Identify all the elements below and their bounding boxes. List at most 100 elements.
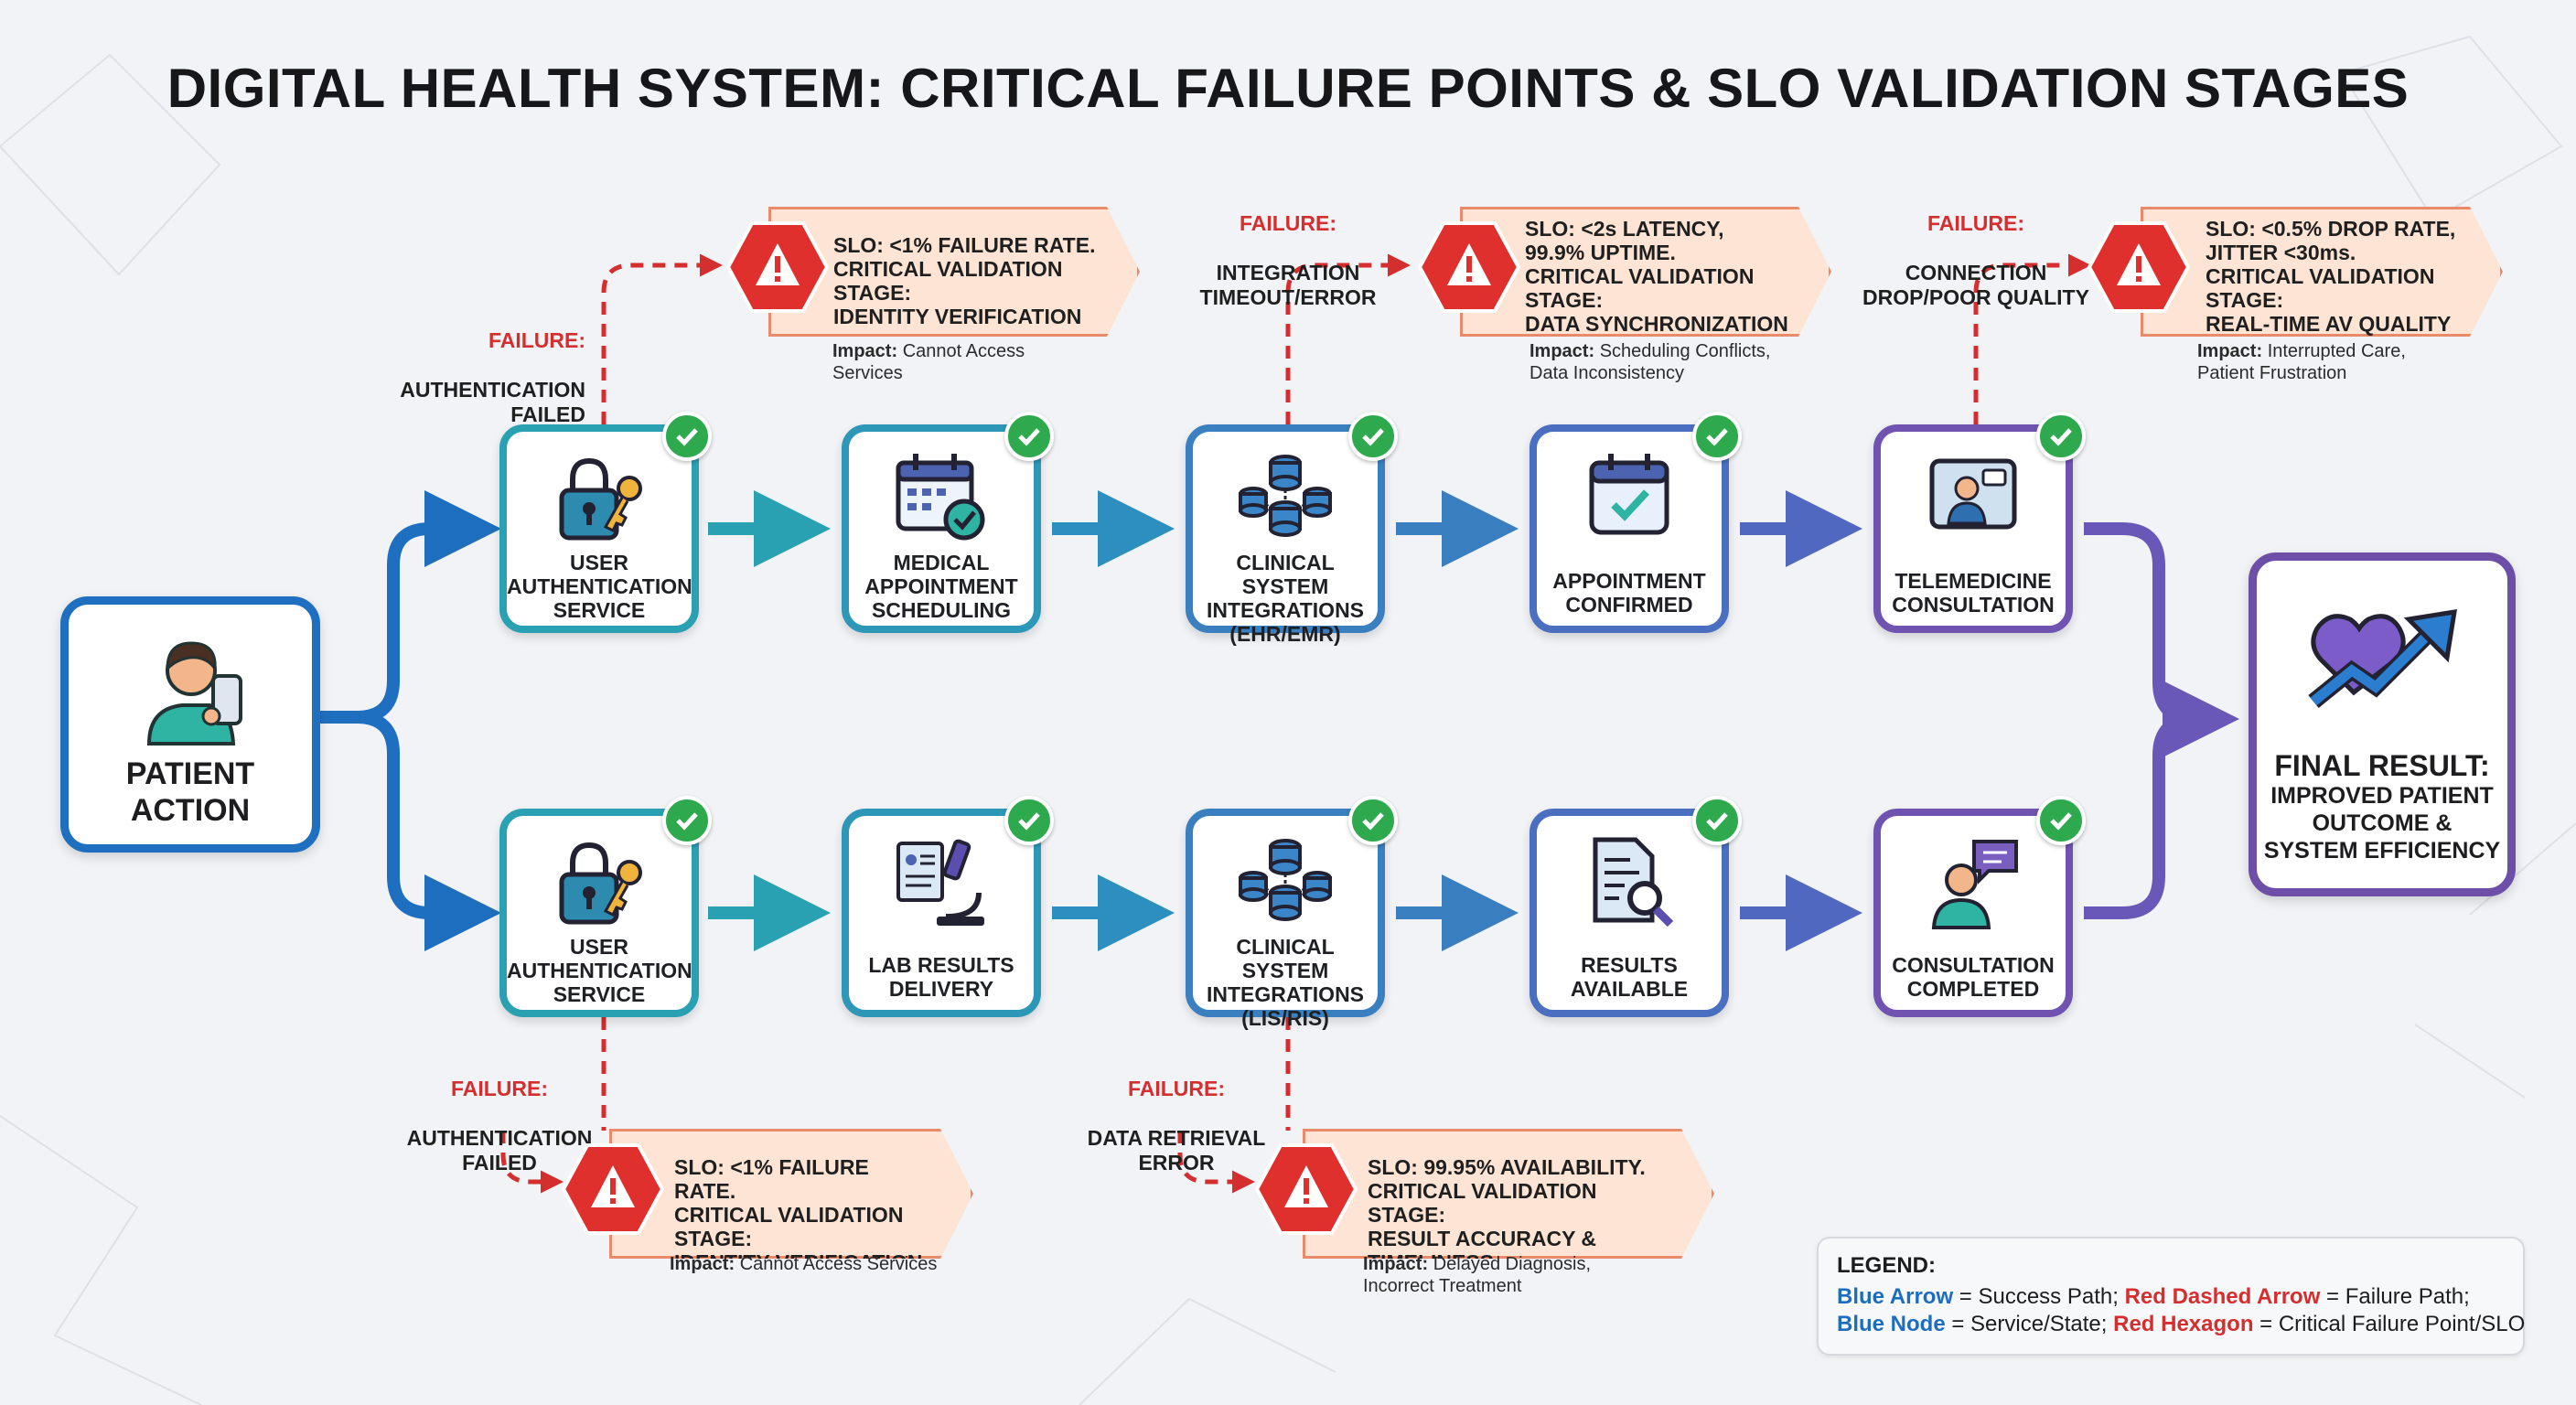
slo-callout-top-1: SLO: <1% FAILURE RATE. CRITICAL VALIDATI… (768, 207, 1140, 337)
check-icon (2036, 412, 2086, 461)
legend-blue-node-desc: = Service/State; (1945, 1312, 2114, 1336)
check-icon (1692, 796, 1742, 845)
patient-action-label: PATIENT ACTION (125, 756, 255, 828)
slo-text: SLO: <0.5% DROP RATE, JITTER <30ms. CRIT… (2206, 217, 2456, 336)
check-icon (1692, 412, 1742, 461)
legend-title: LEGEND: (1837, 1253, 1936, 1278)
impact-label: Impact: (670, 1254, 735, 1274)
node-label: MEDICAL APPOINTMENT SCHEDULING (864, 551, 1018, 622)
success-arrow-merge-bottom (2084, 713, 2196, 919)
success-arrow-patient-top (320, 490, 501, 724)
failure-label-top-1: FAILURE: AUTHENTICATION FAILED (390, 304, 585, 427)
node-label: APPOINTMENT CONFIRMED (1552, 569, 1706, 617)
patient-action-node: PATIENT ACTION (60, 596, 320, 853)
slo-callout-bottom-2: SLO: 99.95% AVAILABILITY. CRITICAL VALID… (1303, 1129, 1714, 1259)
legend-red-arrow: Red Dashed Arrow (2124, 1284, 2321, 1309)
video-call-icon (1929, 458, 2017, 530)
failure-title: FAILURE: (450, 1077, 549, 1100)
success-arrow-merge-top (2084, 522, 2239, 757)
failure-title: FAILURE: (1927, 211, 2025, 235)
final-result-title: FINAL RESULT: (2274, 749, 2490, 782)
heart-trend-icon (2308, 608, 2458, 708)
database-cluster-icon (1239, 455, 1332, 537)
failure-detail: AUTHENTICATION FAILED (400, 378, 585, 426)
slo-callout-top-2: SLO: <2s LATENCY, 99.9% UPTIME. CRITICAL… (1460, 207, 1831, 337)
person-chat-icon (1931, 840, 2018, 929)
final-result-subtitle: IMPROVED PATIENT OUTCOME & SYSTEM EFFICI… (2263, 783, 2501, 863)
document-search-icon (1593, 837, 1674, 928)
impact-text: Scheduling Conflicts, Data Inconsistency (1530, 341, 1771, 383)
node-user-authentication-bottom: USER AUTHENTICATION SERVICE (499, 796, 712, 1017)
check-icon (662, 796, 712, 845)
success-arrow-patient-bottom (356, 711, 501, 951)
legend-red-hexagon: Red Hexagon (2113, 1312, 2254, 1336)
slo-text: SLO: <2s LATENCY, 99.9% UPTIME. CRITICAL… (1525, 217, 1788, 336)
node-label: USER AUTHENTICATION SERVICE (507, 551, 692, 622)
impact-text: Cannot Access Services (739, 1254, 938, 1274)
failure-label-bottom-1: FAILURE: AUTHENTICATION FAILED (393, 1052, 606, 1175)
failure-detail: DATA RETRIEVAL ERROR (1087, 1126, 1266, 1174)
failure-label-top-3: FAILURE: CONNECTION DROP/POOR QUALITY (1857, 187, 2095, 310)
legend-blue-arrow-desc: = Success Path; (1953, 1284, 2125, 1309)
node-label: RESULTS AVAILABLE (1570, 953, 1689, 1001)
impact-label: Impact: (1363, 1254, 1429, 1274)
impact-text: Interrupted Care, Patient Frustration (2197, 341, 2406, 383)
check-icon (1348, 412, 1398, 461)
warning-hexagon-icon (1417, 221, 1521, 313)
check-icon (1348, 796, 1398, 845)
node-label: USER AUTHENTICATION SERVICE (507, 935, 692, 1006)
impact-label: Impact: (832, 341, 898, 361)
node-results-available: RESULTS AVAILABLE (1530, 796, 1742, 1017)
node-user-authentication-top: USER AUTHENTICATION SERVICE (499, 412, 712, 633)
microscope-icon (896, 839, 984, 926)
failure-title: FAILURE: (1127, 1077, 1226, 1100)
calendar-check-icon (896, 454, 985, 541)
failure-arrow-top-3 (1973, 253, 2091, 424)
failure-detail: CONNECTION DROP/POOR QUALITY (1862, 261, 2089, 309)
node-telemedicine-consultation: TELEMEDICINE CONSULTATION (1873, 412, 2086, 633)
slo-callout-bottom-1: SLO: <1% FAILURE RATE. CRITICAL VALIDATI… (609, 1129, 973, 1259)
impact-text: Delayed Diagnosis, Incorrect Treatment (1363, 1254, 1592, 1296)
legend-line-arrows: Blue Arrow = Success Path; Red Dashed Ar… (1837, 1284, 2470, 1310)
final-result-node: FINAL RESULT: IMPROVED PATIENT OUTCOME &… (2249, 552, 2516, 896)
node-label: CLINICAL SYSTEM INTEGRATIONS (LIS/RIS) (1206, 935, 1365, 1030)
legend: LEGEND: Blue Arrow = Success Path; Red D… (1817, 1237, 2525, 1356)
node-consultation-completed: CONSULTATION COMPLETED (1873, 796, 2086, 1017)
failure-detail: AUTHENTICATION FAILED (406, 1126, 593, 1174)
legend-blue-node: Blue Node (1837, 1312, 1946, 1336)
check-icon (2036, 796, 2086, 845)
lock-key-icon (559, 457, 642, 541)
warning-hexagon-icon (561, 1143, 665, 1235)
database-cluster-icon (1239, 839, 1332, 921)
node-label: LAB RESULTS DELIVERY (868, 953, 1014, 1001)
failure-title: FAILURE: (1239, 211, 1337, 235)
legend-line-nodes: Blue Node = Service/State; Red Hexagon =… (1837, 1312, 2525, 1337)
failure-title: FAILURE: (488, 328, 585, 352)
impact-label: Impact: (2197, 341, 2263, 361)
warning-hexagon-icon (1254, 1143, 1358, 1235)
failure-arrow-top-2 (1285, 253, 1411, 424)
failure-label-top-2: FAILURE: INTEGRATION TIMEOUT/ERROR (1142, 187, 1434, 310)
failure-detail: INTEGRATION TIMEOUT/ERROR (1199, 261, 1377, 309)
patient-phone-icon (146, 641, 242, 745)
warning-hexagon-icon (2087, 221, 2191, 313)
slo-text: SLO: <1% FAILURE RATE. CRITICAL VALIDATI… (833, 233, 1096, 328)
impact-note-bottom-1: Impact: Cannot Access Services (670, 1253, 981, 1275)
node-clinical-integrations-lis: CLINICAL SYSTEM INTEGRATIONS (LIS/RIS) (1186, 796, 1398, 1030)
legend-red-arrow-desc: = Failure Path; (2320, 1284, 2470, 1309)
impact-note-top-2: Impact: Scheduling Conflicts, Data Incon… (1530, 340, 1822, 384)
node-label: TELEMEDICINE CONSULTATION (1892, 569, 2055, 617)
failure-arrow-bottom-2 (1177, 1017, 1291, 1182)
page-title: DIGITAL HEALTH SYSTEM: CRITICAL FAILURE … (166, 58, 2410, 119)
slo-callout-top-3: SLO: <0.5% DROP RATE, JITTER <30ms. CRIT… (2141, 207, 2503, 337)
impact-note-bottom-2: Impact: Delayed Diagnosis, Incorrect Tre… (1363, 1253, 1674, 1297)
lock-key-icon (559, 842, 642, 925)
failure-label-bottom-2: FAILURE: DATA RETRIEVAL ERROR (1070, 1052, 1283, 1175)
node-label: CLINICAL SYSTEM INTEGRATIONS (EHR/EMR) (1206, 551, 1365, 646)
impact-note-top-3: Impact: Interrupted Care, Patient Frustr… (2197, 340, 2490, 384)
calendar-confirm-icon (1589, 454, 1669, 535)
node-label: CONSULTATION COMPLETED (1892, 953, 2055, 1001)
legend-blue-arrow: Blue Arrow (1837, 1284, 1954, 1309)
node-clinical-integrations-ehr: CLINICAL SYSTEM INTEGRATIONS (EHR/EMR) (1186, 412, 1398, 646)
